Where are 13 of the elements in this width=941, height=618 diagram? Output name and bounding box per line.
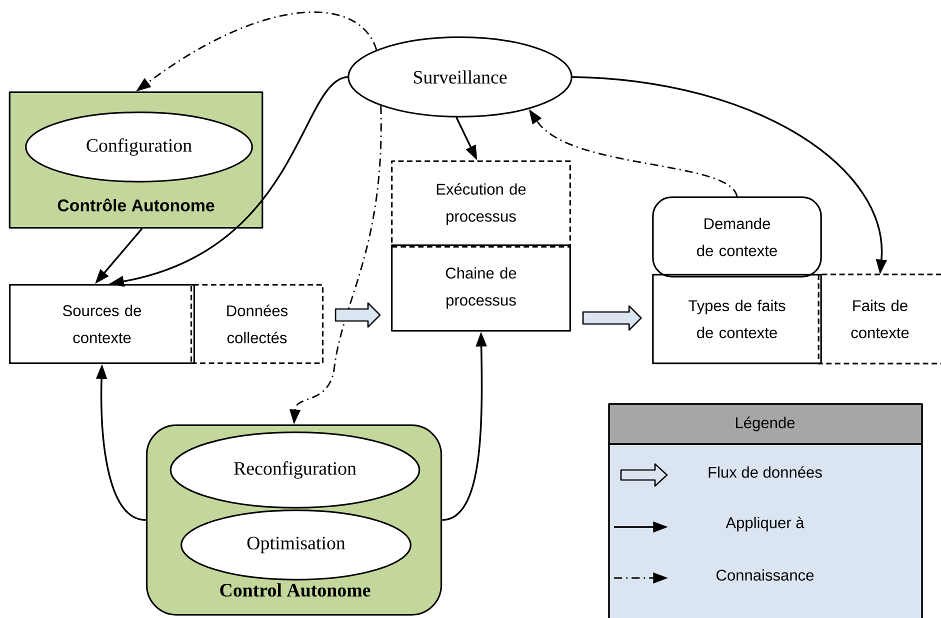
process-box: Types de faits de contexte [652,274,822,364]
legend-label: Appliquer à [726,516,804,532]
process-box: Chaine de processus [391,244,571,332]
process-box: Exécution de processus [391,160,571,248]
data-box: Faits de contexte [818,274,941,364]
legend-label: Flux de données [708,466,822,478]
data-box: Données collectés [190,284,324,364]
arrow [582,305,642,331]
request-box: Demande de contexte [652,196,822,278]
legend-label: Connaissance [716,569,814,581]
arrow [334,302,381,328]
process-box: Sources de contexte [8,284,196,364]
legend-title: Légende [608,403,923,445]
